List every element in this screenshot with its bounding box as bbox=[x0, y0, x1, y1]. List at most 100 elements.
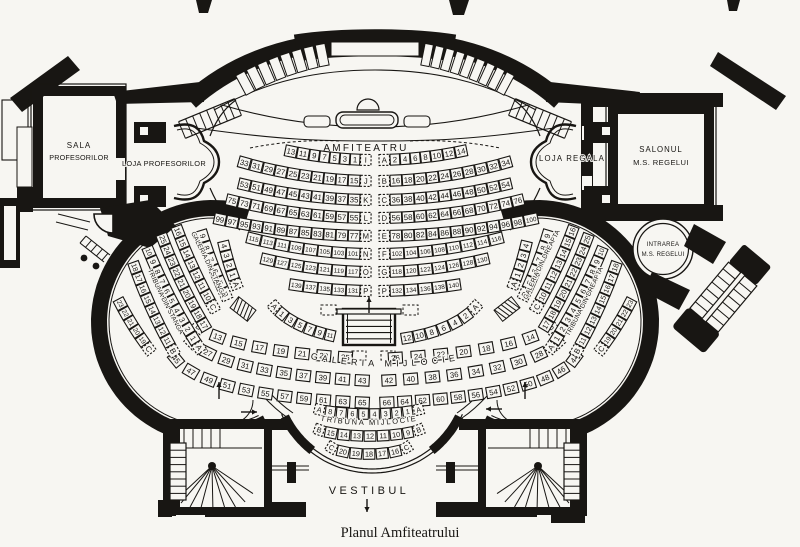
row-letter-box: B bbox=[217, 285, 234, 303]
seat-number: J bbox=[364, 177, 368, 186]
seat-outline bbox=[298, 225, 313, 240]
seat-outline bbox=[334, 395, 351, 408]
seat-outline bbox=[560, 274, 577, 292]
seat: 23 bbox=[621, 296, 638, 312]
seat: 12 bbox=[363, 430, 377, 442]
seat-number: 15 bbox=[562, 237, 573, 248]
seat-outline bbox=[318, 150, 331, 164]
seat-number: 15 bbox=[350, 176, 360, 185]
arrow-head bbox=[364, 507, 370, 512]
seat-outline bbox=[417, 262, 434, 277]
seat-outline bbox=[154, 322, 171, 339]
seat-number: 11 bbox=[542, 280, 554, 291]
stair-tread bbox=[199, 112, 207, 130]
seat-outline bbox=[413, 228, 427, 242]
balcony-box bbox=[245, 65, 266, 91]
seat: 9 bbox=[145, 254, 161, 270]
seat: 18 bbox=[362, 448, 376, 460]
seat-number: A bbox=[546, 342, 557, 352]
seat-outline bbox=[425, 190, 440, 204]
seat-outline bbox=[419, 150, 432, 164]
seat-number: 10 bbox=[414, 330, 425, 341]
seat-outline bbox=[249, 219, 264, 234]
seat-outline bbox=[535, 239, 552, 256]
seat-number: 11 bbox=[577, 335, 589, 346]
row-letter-box: A bbox=[266, 298, 283, 315]
seat-outline bbox=[313, 325, 327, 340]
seat-number: 72 bbox=[488, 201, 498, 212]
seat-number: 90 bbox=[464, 225, 474, 235]
seat-number: 29 bbox=[263, 164, 273, 175]
seat-outline bbox=[389, 193, 403, 206]
seat-number: 36 bbox=[449, 370, 459, 380]
seat-number: 109 bbox=[290, 244, 302, 253]
seat-outline bbox=[350, 429, 364, 442]
seat: 20 bbox=[413, 172, 428, 186]
seat-number: 1 bbox=[277, 309, 286, 319]
seat-outline bbox=[217, 285, 234, 303]
seat: 10 bbox=[429, 148, 444, 163]
seat-number: 6 bbox=[350, 409, 355, 418]
seat-outline bbox=[378, 265, 391, 279]
external-stairs bbox=[673, 245, 771, 353]
seat: 115 bbox=[245, 231, 263, 247]
seat-outline bbox=[425, 170, 440, 185]
seat-number: 60 bbox=[416, 212, 426, 222]
print-mark bbox=[196, 0, 212, 13]
seat-number: 3 bbox=[177, 316, 187, 324]
seat: 17 bbox=[375, 447, 390, 460]
seat: 37 bbox=[295, 368, 312, 383]
seat-number: 129 bbox=[262, 256, 274, 265]
seat-number: 1 bbox=[227, 271, 237, 278]
seat-number: 18 bbox=[403, 175, 412, 185]
seat-number: 116 bbox=[491, 235, 503, 244]
seat-outline bbox=[359, 211, 372, 225]
seat-outline bbox=[402, 372, 419, 386]
seat-outline bbox=[275, 365, 293, 381]
seat: 25 bbox=[155, 231, 171, 248]
seat-outline bbox=[236, 357, 254, 374]
seat: 48 bbox=[461, 184, 477, 200]
seat-outline bbox=[314, 370, 331, 385]
seat-number: 3 bbox=[342, 155, 347, 164]
seat: 19 bbox=[184, 296, 201, 313]
seat-outline bbox=[276, 389, 293, 404]
seat-number: 140 bbox=[448, 282, 460, 291]
seat: 17 bbox=[335, 173, 349, 187]
balcony-box bbox=[458, 53, 476, 79]
seat-outline bbox=[378, 247, 391, 261]
seat: 132 bbox=[389, 284, 405, 297]
seat-outline bbox=[459, 237, 477, 253]
seat-number: 55 bbox=[260, 389, 271, 399]
stair-landing bbox=[729, 245, 771, 285]
annex-block bbox=[17, 187, 33, 212]
seat-number: 31 bbox=[251, 161, 262, 172]
direction-arrow bbox=[364, 499, 370, 512]
seat-number: 47 bbox=[185, 366, 197, 378]
seat: 64 bbox=[437, 207, 452, 221]
seat-outline bbox=[149, 264, 166, 280]
seat: 65 bbox=[354, 396, 371, 409]
seat-number: 19 bbox=[137, 336, 147, 346]
seat-number: I bbox=[365, 156, 367, 165]
seat-outline bbox=[486, 198, 501, 214]
seat-outline bbox=[288, 278, 305, 293]
seat-outline bbox=[122, 314, 139, 331]
seat-number: 20 bbox=[181, 288, 193, 300]
seat-outline bbox=[449, 224, 464, 239]
apse-platform-front bbox=[195, 127, 555, 142]
seat: 1 bbox=[185, 330, 202, 347]
balcony-box bbox=[256, 60, 276, 86]
seat-outline bbox=[431, 280, 448, 294]
seat-outline bbox=[449, 186, 465, 201]
seat: 5 bbox=[570, 293, 587, 309]
seat: 46 bbox=[449, 186, 465, 201]
seat-number: 114 bbox=[477, 238, 489, 247]
seat: 17 bbox=[131, 270, 147, 286]
stair-tread bbox=[711, 281, 725, 293]
row-letter-box: B bbox=[568, 342, 586, 360]
seat-outline bbox=[390, 406, 403, 420]
seat-number: 53 bbox=[239, 180, 250, 191]
